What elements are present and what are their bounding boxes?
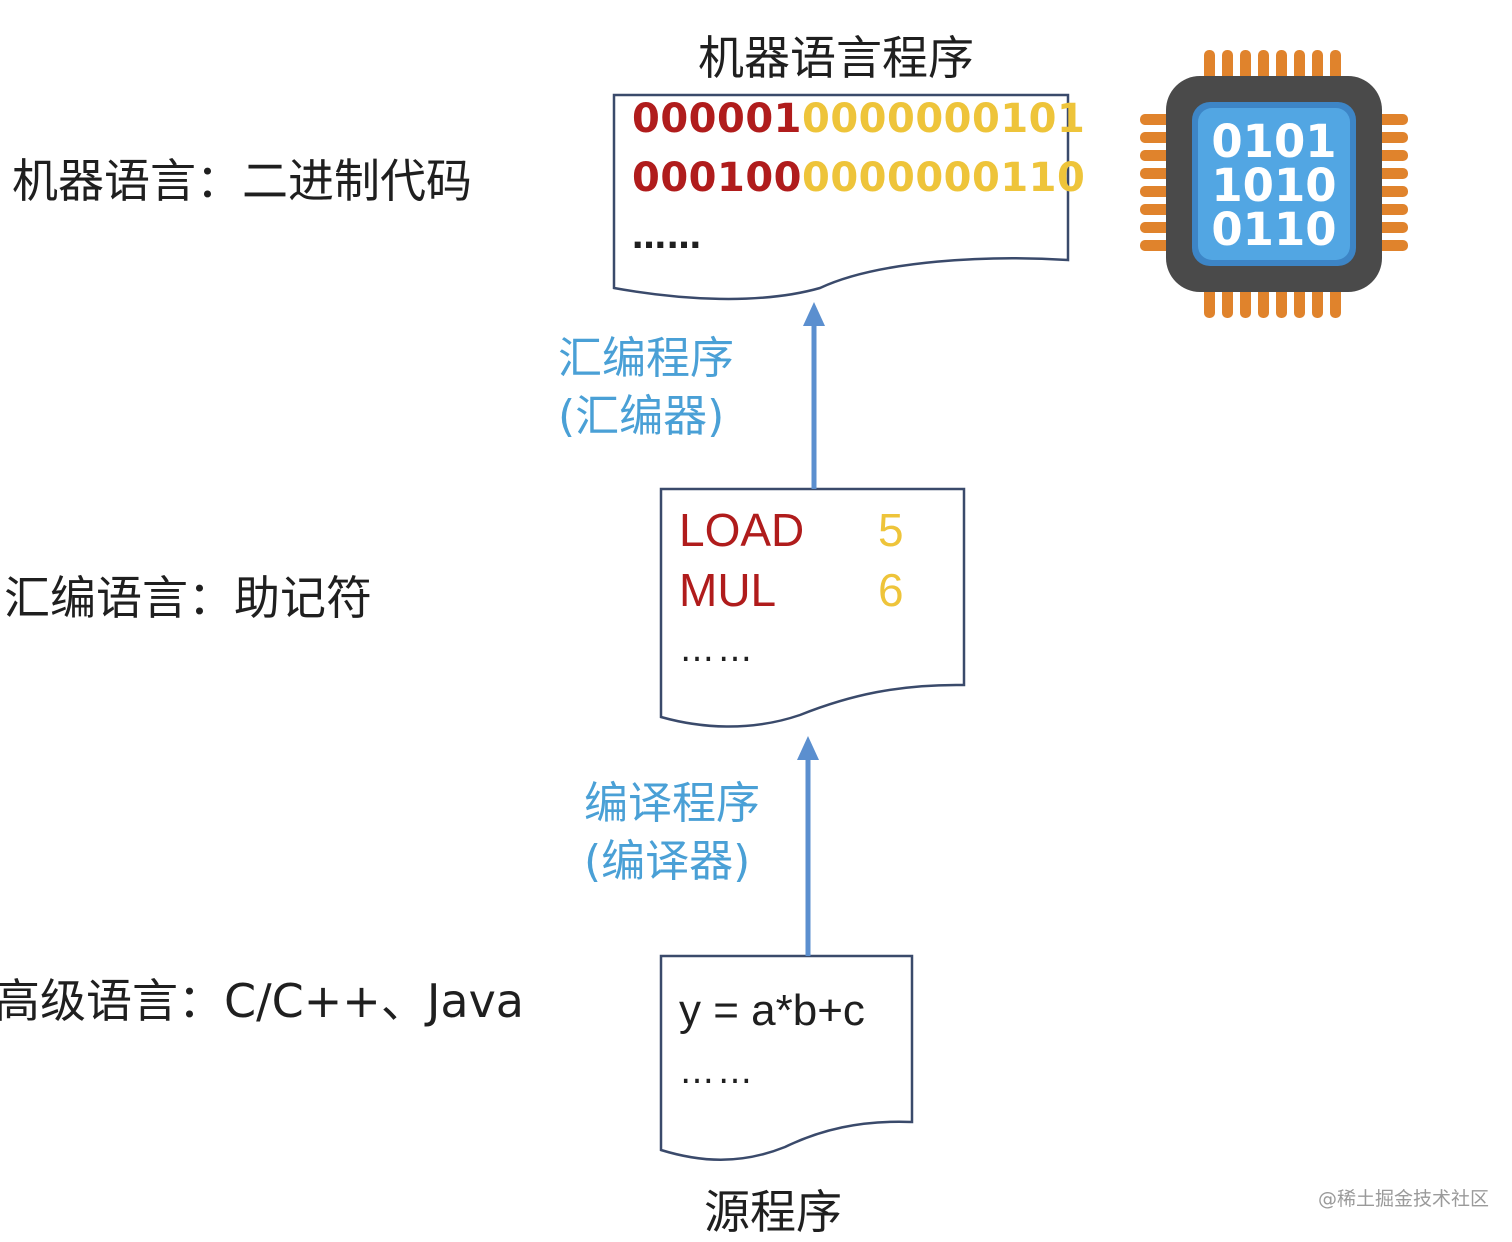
machine-code-line-2: 0001000000000110 xyxy=(632,155,1085,201)
machine-code-line-1: 0000010000000101 xyxy=(632,96,1085,142)
machine-program-document xyxy=(612,93,1070,301)
source-program-title: 源程序 xyxy=(704,1185,842,1239)
opcode: 000001 xyxy=(632,96,802,142)
compiler-label-line2: (编译器) xyxy=(584,836,751,887)
asm-op-1: LOAD xyxy=(679,504,805,556)
asm-ellipsis: …… xyxy=(680,630,756,670)
chip-line-3: 0110 xyxy=(1211,203,1336,256)
machine-language-label: 机器语言：二进制代码 xyxy=(12,154,472,208)
operand: 0000000110 xyxy=(802,155,1086,201)
machine-code-ellipsis: …… xyxy=(632,217,702,257)
assembler-label-line1: 汇编程序 xyxy=(558,333,734,384)
operand: 0000000101 xyxy=(802,96,1086,142)
high-level-language-label: 高级语言：C/C++、Java xyxy=(0,974,524,1028)
chip-line-2: 1010 xyxy=(1211,159,1336,212)
asm-op-2: MUL xyxy=(679,564,777,616)
assembler-arrow-head xyxy=(803,302,825,326)
asm-arg-1: 5 xyxy=(878,504,904,556)
opcode: 000100 xyxy=(632,155,802,201)
asm-arg-2: 6 xyxy=(878,564,904,616)
source-program-document xyxy=(659,954,914,1161)
source-code-line: y = a*b+c xyxy=(679,986,865,1035)
compiler-label: 编译程序 (编译器) xyxy=(584,775,760,891)
assembly-program-document xyxy=(659,487,966,728)
compiler-arrow-head xyxy=(797,736,819,760)
source-ellipsis: …… xyxy=(680,1052,756,1092)
chip-core xyxy=(1198,108,1350,260)
cpu-chip-icon: 0101 1010 0110 xyxy=(1140,50,1408,318)
machine-program-title: 机器语言程序 xyxy=(698,31,974,85)
chip-line-1: 0101 xyxy=(1211,115,1336,168)
assembler-label-line2: (汇编器) xyxy=(558,391,725,442)
assembly-language-label: 汇编语言：助记符 xyxy=(4,571,372,625)
watermark: @稀土掘金技术社区 xyxy=(1318,1188,1490,1210)
compiler-label-line1: 编译程序 xyxy=(584,778,760,829)
assembler-label: 汇编程序 (汇编器) xyxy=(558,330,734,446)
